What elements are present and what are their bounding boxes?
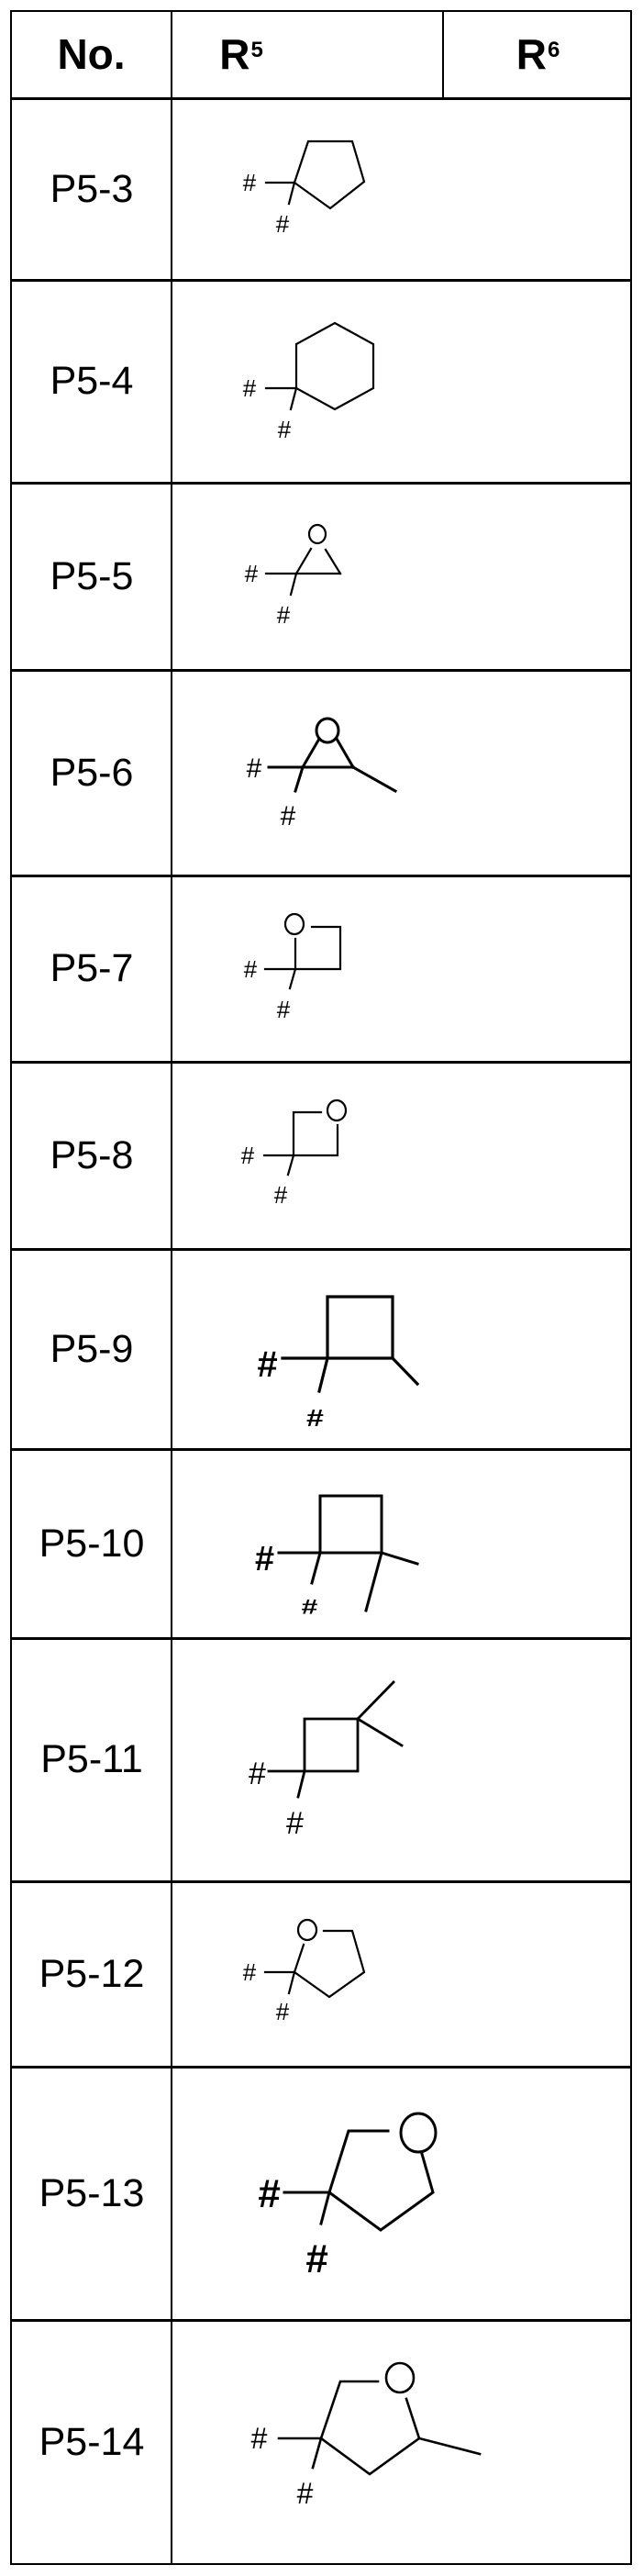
structure-tetrahydrofuran-3: # # xyxy=(258,2113,436,2281)
attachment-point-label: # xyxy=(249,1756,267,1791)
attachment-point-label: # xyxy=(306,1406,324,1432)
attachment-point-label: # xyxy=(245,560,259,587)
structure-oxetane-2: # # xyxy=(244,914,340,1023)
structure-oxetane-3: # # xyxy=(241,1100,346,1209)
attachment-point-label: # xyxy=(243,374,257,402)
attachment-point-label: # xyxy=(296,2477,314,2510)
structure-dimethylcyclobutane-3-3: # # xyxy=(249,1682,402,1841)
attachment-point-label: # xyxy=(301,1595,318,1618)
attachment-point-label: # xyxy=(241,1142,255,1169)
attachment-point-label: # xyxy=(243,1958,257,1986)
structure-methyloxirane: # # xyxy=(247,719,395,831)
attachment-point-label: # xyxy=(258,2171,281,2216)
structure-methyltetrahydrofuran: # # xyxy=(250,2363,480,2510)
attachment-point-label: # xyxy=(277,996,291,1023)
attachment-point-label: # xyxy=(254,1540,274,1578)
structure-tetrahydrofuran-2: # # xyxy=(243,1920,364,2025)
attachment-point-label: # xyxy=(276,210,290,238)
attachment-point-label: # xyxy=(278,416,292,443)
attachment-point-label: # xyxy=(305,2236,328,2281)
attachment-point-label: # xyxy=(274,1181,288,1209)
structure-cyclopentane: # # xyxy=(243,141,364,238)
attachment-point-label: # xyxy=(257,1344,278,1385)
attachment-point-label: # xyxy=(244,955,258,983)
structure-dimethylcyclobutane-2-2: # # xyxy=(254,1496,417,1618)
attachment-point-label: # xyxy=(286,1806,305,1841)
attachment-point-label: # xyxy=(281,801,296,831)
attachment-point-label: # xyxy=(276,1998,290,2025)
attachment-point-label: # xyxy=(250,2422,268,2455)
attachment-point-label: # xyxy=(243,169,257,196)
structure-oxirane: # # xyxy=(245,525,340,629)
attachment-point-label: # xyxy=(277,601,291,629)
attachment-point-label: # xyxy=(247,753,262,784)
structure-cyclohexane: # # xyxy=(243,323,373,443)
structure-methylcyclobutane: # # xyxy=(257,1297,417,1432)
